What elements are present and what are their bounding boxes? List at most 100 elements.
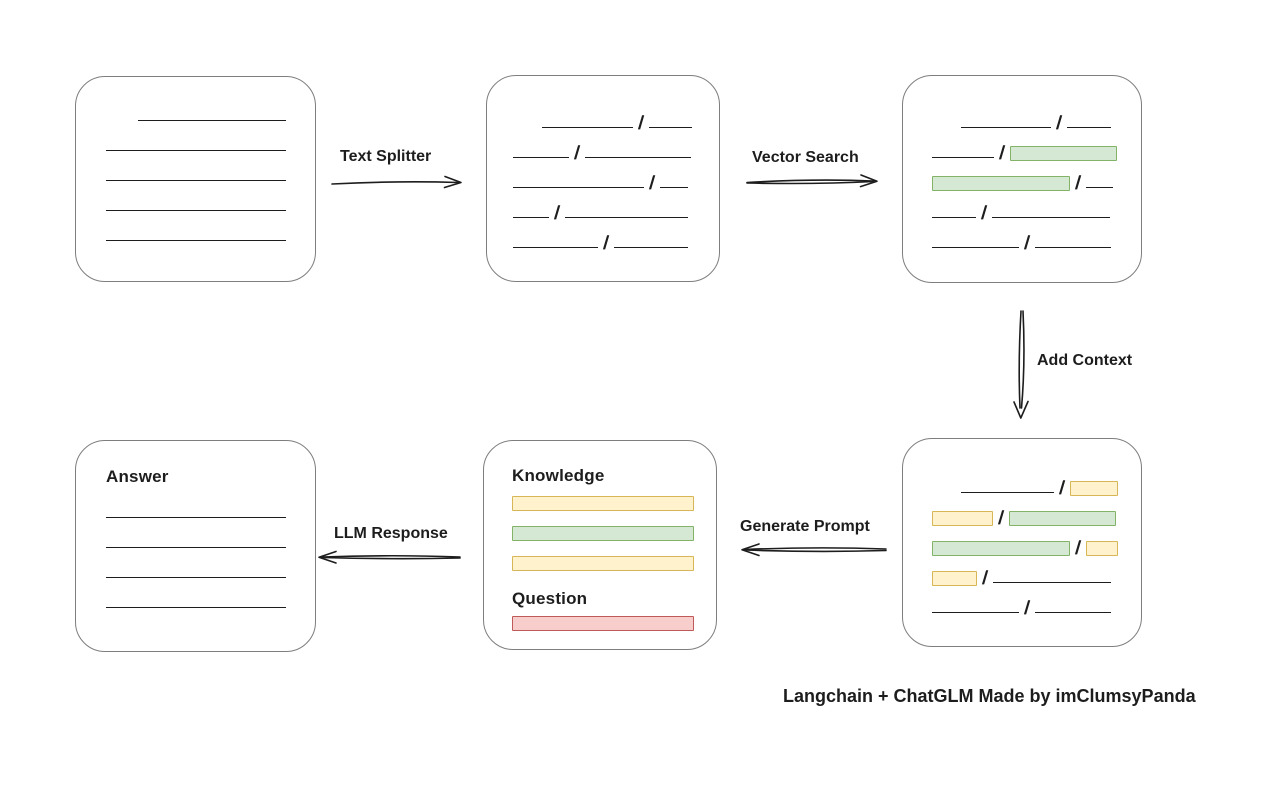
text-line — [932, 157, 994, 158]
slash-separator: / — [998, 143, 1006, 164]
slash-separator: / — [980, 203, 988, 224]
text-line — [1035, 612, 1111, 613]
question-label: Question — [512, 589, 588, 608]
answer-label: Answer — [106, 467, 169, 486]
slash-separator: / — [981, 568, 989, 589]
slash-separator: / — [1023, 598, 1031, 619]
chunk-row: / — [542, 98, 719, 134]
text-line — [106, 180, 286, 181]
context-chunk-lines: / / / / / — [903, 439, 1141, 619]
text-line — [138, 120, 286, 121]
chunk-row: / — [513, 158, 719, 194]
text-line — [1035, 247, 1111, 248]
text-line — [513, 217, 549, 218]
chunk-row — [106, 121, 315, 151]
slash-separator: / — [602, 233, 610, 254]
split-chunk-lines: / / / / / — [487, 76, 719, 254]
chunk-row — [106, 151, 315, 181]
text-line — [961, 127, 1051, 128]
text-line — [932, 247, 1019, 248]
slash-separator: / — [1074, 173, 1082, 194]
generate-prompt-arrow — [741, 543, 887, 557]
text-line — [993, 582, 1111, 583]
slash-separator: / — [1074, 538, 1082, 559]
text-line — [565, 217, 688, 218]
answer-box: Answer — [75, 440, 316, 652]
chunk-row: / — [932, 583, 1141, 619]
chunk-row: / — [932, 553, 1141, 589]
chunk-row: / — [932, 128, 1141, 164]
green-chunk — [932, 541, 1070, 556]
green-chunk — [1009, 511, 1116, 526]
text-line — [106, 150, 286, 151]
text-line — [513, 157, 569, 158]
vector-match-lines: ///// — [903, 76, 1141, 254]
yellow-chunk — [932, 511, 993, 526]
slash-separator: / — [1058, 478, 1066, 499]
slash-separator: / — [637, 113, 645, 134]
answer-lines — [106, 488, 315, 608]
chunk-row — [106, 518, 315, 548]
text-line — [992, 217, 1110, 218]
chunk-row: / — [932, 188, 1141, 224]
document-box — [75, 76, 316, 282]
add-context-arrow — [1013, 310, 1029, 419]
green-bar — [512, 526, 694, 541]
slash-separator: / — [573, 143, 581, 164]
chunk-row — [138, 91, 315, 121]
green-chunk — [932, 176, 1070, 191]
chunk-row — [106, 548, 315, 578]
text-line — [106, 547, 286, 548]
text-line — [614, 247, 688, 248]
chunk-row — [106, 181, 315, 211]
green-chunk — [1010, 146, 1117, 161]
split-chunks-box: / / / / / — [486, 75, 720, 282]
chunk-row: / — [961, 463, 1141, 499]
chunk-row: / — [513, 128, 719, 164]
add-context-label: Add Context — [1037, 352, 1133, 369]
vector-search-arrow — [746, 174, 878, 188]
chunk-row: / — [932, 493, 1141, 529]
text-line — [961, 492, 1054, 493]
llm-response-label: LLM Response — [334, 525, 448, 542]
yellow-chunk — [932, 571, 977, 586]
context-chunks-box: / / / / / — [902, 438, 1142, 647]
text-line — [513, 187, 644, 188]
slash-separator: / — [553, 203, 561, 224]
question-bars — [512, 616, 716, 631]
chunk-row: / — [513, 188, 719, 224]
yellow-chunk — [1086, 541, 1118, 556]
yellow-chunk — [1070, 481, 1118, 496]
slash-separator: / — [648, 173, 656, 194]
chunk-row: / — [513, 218, 719, 254]
knowledge-bars — [512, 496, 716, 571]
chunk-row — [106, 488, 315, 518]
prompt-box: Knowledge Question — [483, 440, 717, 650]
text-line — [1067, 127, 1111, 128]
text-line — [932, 217, 976, 218]
text-line — [106, 517, 286, 518]
text-line — [106, 240, 286, 241]
text-line — [932, 612, 1019, 613]
text-line — [106, 210, 286, 211]
slash-separator: / — [1023, 233, 1031, 254]
chunk-row — [106, 211, 315, 241]
text-line — [649, 127, 692, 128]
diagram-caption: Langchain + ChatGLM Made by imClumsyPand… — [783, 686, 1196, 706]
slash-separator: / — [997, 508, 1005, 529]
yellow-bar — [512, 496, 694, 511]
chunk-row: / — [932, 218, 1141, 254]
text-line — [542, 127, 633, 128]
text-line — [1086, 187, 1113, 188]
generate-prompt-label: Generate Prompt — [740, 518, 870, 535]
yellow-bar — [512, 556, 694, 571]
llm-response-arrow — [318, 550, 461, 564]
text-line — [106, 607, 286, 608]
text-splitter-label: Text Splitter — [340, 148, 432, 165]
chunk-row: / — [932, 523, 1141, 559]
text-line — [660, 187, 688, 188]
text-splitter-arrow — [331, 175, 462, 189]
text-line — [106, 577, 286, 578]
vector-search-label: Vector Search — [752, 149, 859, 166]
